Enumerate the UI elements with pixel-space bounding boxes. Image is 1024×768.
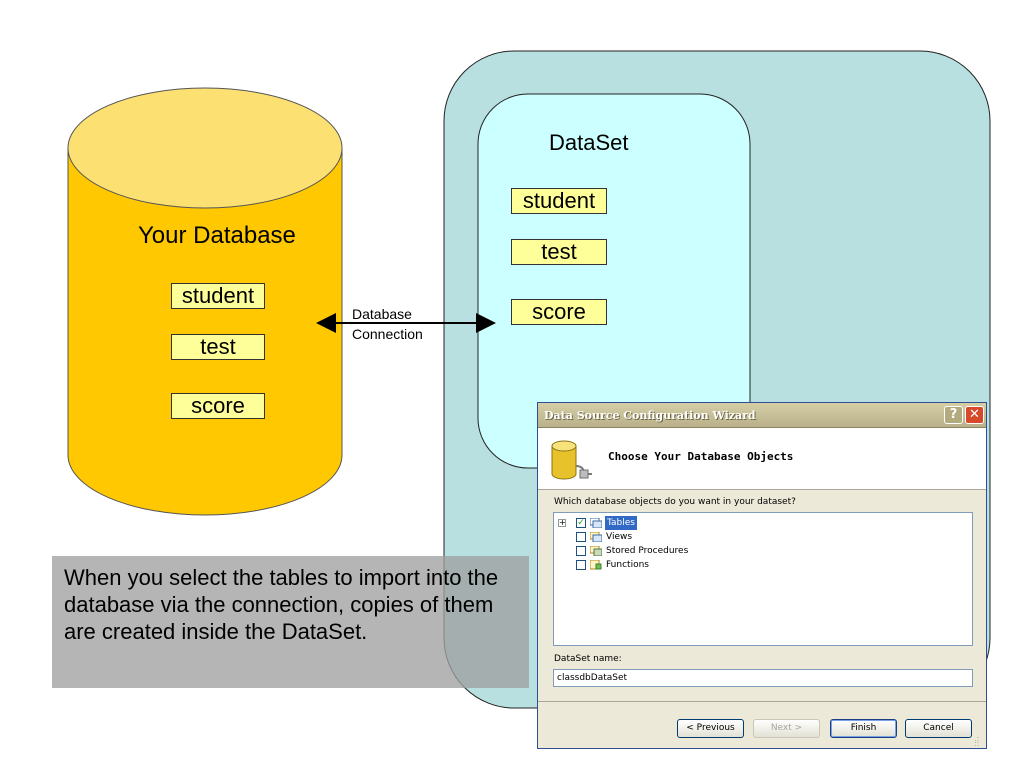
stored-procedures-checkbox[interactable]	[576, 546, 586, 556]
tree-item-functions[interactable]: Functions	[554, 558, 754, 572]
functions-icon	[590, 560, 602, 570]
dataset-name-input[interactable]	[553, 669, 973, 687]
db-table-test: test	[171, 334, 265, 360]
wizard-titlebar[interactable]: Data Source Configuration Wizard ? ✕	[538, 403, 986, 428]
tree-item-stored-procedures[interactable]: Stored Procedures	[554, 544, 754, 558]
functions-label: Functions	[606, 560, 649, 570]
caption-box: When you select the tables to import int…	[52, 556, 529, 688]
database-cylinder	[67, 87, 343, 516]
views-checkbox[interactable]	[576, 532, 586, 542]
functions-checkbox[interactable]	[576, 560, 586, 570]
dataset-table-test: test	[511, 239, 607, 265]
next-button[interactable]: Next >	[753, 719, 820, 738]
resize-grip-icon[interactable]: .:::	[974, 734, 980, 748]
footer-divider	[538, 701, 986, 702]
wizard-header-title: Choose Your Database Objects	[608, 450, 794, 463]
wizard-dialog: Data Source Configuration Wizard ? ✕ Cho…	[537, 402, 987, 749]
close-button[interactable]: ✕	[965, 406, 984, 424]
tables-icon	[590, 518, 602, 528]
connection-label-line2: Connection	[352, 326, 423, 342]
stored-procedures-label: Stored Procedures	[606, 546, 689, 556]
tree-item-views[interactable]: Views	[554, 530, 754, 544]
db-table-student: student	[171, 283, 265, 309]
previous-button[interactable]: < Previous	[677, 719, 744, 738]
dataset-title: DataSet	[549, 130, 629, 155]
database-plug-icon	[551, 440, 592, 480]
object-tree[interactable]: + ✓ Tables Views Stored Procedures	[553, 512, 973, 646]
wizard-title: Data Source Configuration Wizard	[544, 409, 756, 422]
db-table-score: score	[171, 393, 265, 419]
expand-icon[interactable]: +	[558, 518, 566, 527]
tree-item-tables[interactable]: + ✓ Tables	[554, 516, 754, 530]
tables-checkbox[interactable]: ✓	[576, 518, 586, 528]
help-button[interactable]: ?	[944, 406, 963, 424]
tables-label: Tables	[605, 516, 637, 530]
wizard-header: Choose Your Database Objects	[538, 428, 986, 490]
database-title: Your Database	[138, 222, 296, 249]
views-label: Views	[606, 532, 633, 542]
finish-button[interactable]: Finish	[830, 719, 897, 738]
connection-label-line1: Database	[352, 306, 412, 322]
stored-procedures-icon	[590, 546, 602, 556]
dataset-table-student: student	[511, 188, 607, 214]
cancel-button[interactable]: Cancel	[905, 719, 972, 738]
views-icon	[590, 532, 602, 542]
dataset-name-label: DataSet name:	[554, 654, 622, 664]
question-label: Which database objects do you want in yo…	[554, 497, 796, 507]
dataset-table-score: score	[511, 299, 607, 325]
